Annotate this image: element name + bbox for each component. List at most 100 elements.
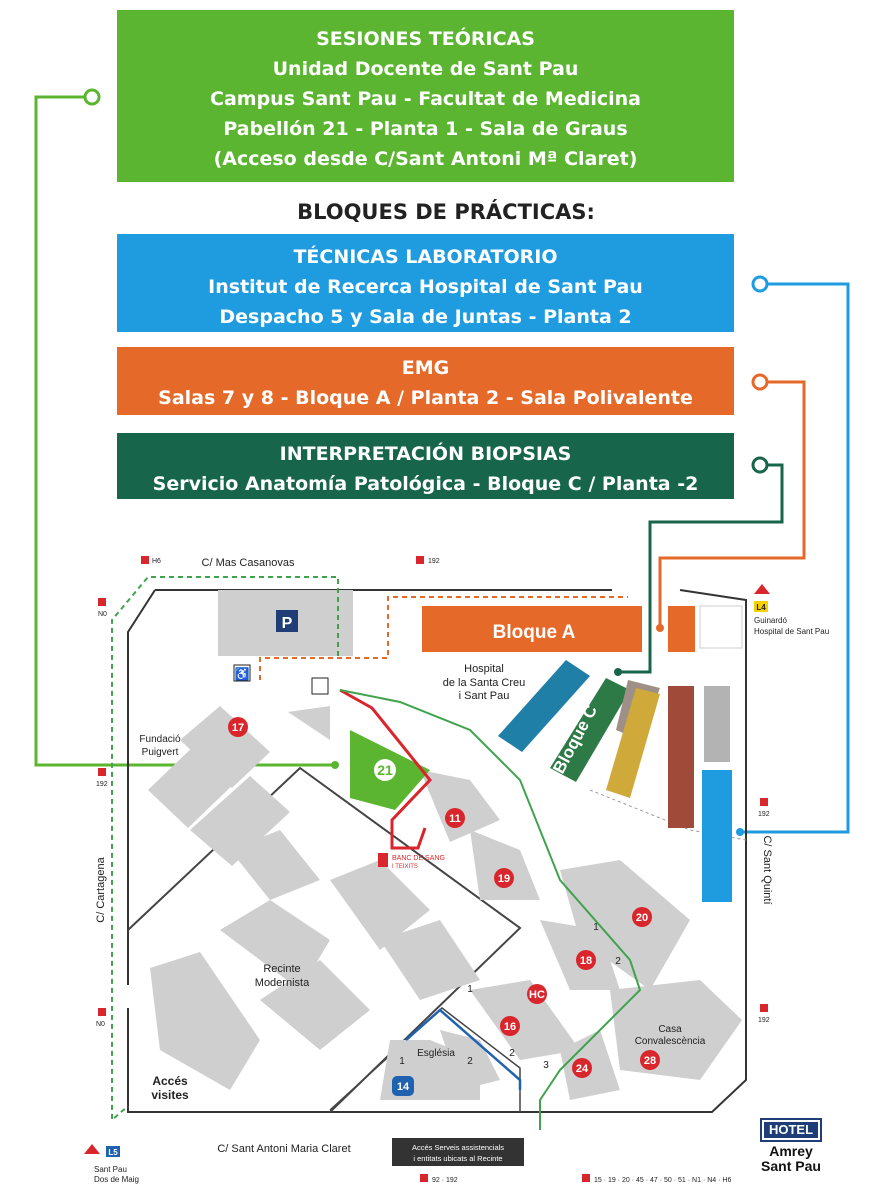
bus-h6: H6: [152, 558, 161, 565]
metro-l5-line: L5: [108, 1148, 118, 1157]
theory-line-4: (Acceso desde C/Sant Antoni Mª Claret): [213, 148, 638, 170]
building-14-number: 14: [397, 1081, 410, 1093]
bus-icon: [416, 556, 424, 564]
bus-icon: [760, 798, 768, 806]
entrance-number: 2: [615, 956, 621, 967]
bus-icon: [98, 598, 106, 606]
theory-line-1: Unidad Docente de Sant Pau: [272, 58, 579, 80]
street-cartagena: C/ Cartagena: [95, 856, 107, 922]
route-blue: [405, 1008, 522, 1090]
hospital-label-2: de la Santa Creu: [443, 677, 526, 689]
hotel-name-line-2: Sant Pau: [761, 1158, 821, 1174]
theory-line-3: Pabellón 21 - Planta 1 - Sala de Graus: [223, 118, 628, 140]
emg-box: EMG Salas 7 y 8 - Bloque A / Planta 2 - …: [117, 347, 734, 415]
fundacio-label-1: Fundació: [139, 734, 181, 745]
route-green-parking: [111, 576, 339, 1123]
metro-l4-station-1: Guinardó: [754, 616, 787, 625]
banc-label-1: BANC DE SANG: [392, 855, 445, 862]
building-16-number: 16: [504, 1021, 516, 1033]
metro-l4-station-2: Hospital de Sant Pau: [754, 627, 829, 636]
hotel-name-line-1: Amrey: [769, 1143, 813, 1159]
fundacio-label-2: Puigvert: [142, 747, 179, 758]
building-hc-number: HC: [529, 989, 545, 1001]
stairs-icon: [311, 677, 329, 695]
entrance-number: 1: [467, 984, 473, 995]
red-wing: [668, 686, 694, 828]
bus-192-top: 192: [428, 558, 440, 565]
connector-blue: [736, 275, 850, 836]
hotel-sign: HOTEL: [760, 1118, 822, 1142]
acces-serveis-2: i entitats ubicats al Recinte: [413, 1154, 502, 1163]
practice-blocks-heading: BLOQUES DE PRÁCTICAS:: [297, 200, 595, 224]
hospital-label-3: i Sant Pau: [459, 690, 510, 702]
metro-l5-station-2: Dos de Maig: [94, 1175, 139, 1184]
connector-darkgreen: [614, 456, 784, 676]
building-badges: [228, 717, 660, 1096]
building-21-number: 21: [377, 762, 393, 778]
street-sant-quinti: C/ Sant Quintí: [761, 835, 773, 904]
hotel-sign-text: HOTEL: [764, 1122, 818, 1138]
hotel-name: Amrey Sant Pau: [742, 1144, 840, 1174]
bus-bottom-lines: 15 · 19 · 20 · 45 · 47 · 50 · 51 · N1 · …: [594, 1177, 731, 1184]
acces-serveis-box: [392, 1138, 524, 1166]
parking-icon: [276, 610, 298, 632]
bus-n0-top: N0: [98, 611, 107, 618]
bus-icon: [141, 556, 149, 564]
biopsy-line-1: Servicio Anatomía Patológica - Bloque C …: [152, 473, 699, 495]
metro-l5-station-1: Sant Pau: [94, 1165, 127, 1174]
emg-line-1: Salas 7 y 8 - Bloque A / Planta 2 - Sala…: [158, 387, 693, 409]
banc-label-2: I TEIXITS: [392, 864, 418, 870]
route-green-main: [339, 689, 642, 1130]
building-24-number: 24: [576, 1063, 589, 1075]
blue-wing: [498, 660, 590, 752]
route-red: [339, 688, 432, 850]
connector-orange: [656, 373, 806, 632]
bus-labels: H6 N0 192 192 192 N0 192 92 · 192 15 · 1…: [96, 558, 770, 1184]
acces-serveis-1: Accés Serveis assistencials: [412, 1143, 504, 1152]
yellow-wing: [606, 688, 660, 798]
biopsy-title: INTERPRETACIÓN BIOPSIAS: [279, 443, 572, 465]
bus-92-192: 92 · 192: [432, 1177, 458, 1184]
grey-wing: [704, 686, 730, 762]
route-orange-dashed: [259, 596, 628, 680]
bus-icon: [582, 1174, 590, 1182]
lab-line-2: Despacho 5 y Sala de Juntas - Planta 2: [219, 306, 632, 328]
theory-title: SESIONES TEÓRICAS: [316, 28, 535, 50]
connector-green: [34, 88, 339, 769]
building-17-number: 17: [232, 722, 244, 734]
bus-icon: [420, 1174, 428, 1182]
lab-techniques-box: TÉCNICAS LABORATORIO Institut de Recerca…: [117, 234, 734, 332]
esglesia-label: Església: [417, 1048, 455, 1059]
entrance-number: 2: [467, 1056, 473, 1067]
bus-stops: [98, 556, 768, 1182]
entrance-number: 1: [399, 1056, 405, 1067]
bus-icon: [98, 768, 106, 776]
recinte-label-1: Recinte: [263, 963, 300, 975]
bus-icon: [98, 1008, 106, 1016]
bus-192-right: 192: [758, 811, 770, 818]
entrance-number: 2: [509, 1048, 515, 1059]
building-19-number: 19: [498, 873, 510, 885]
casa-label-1: Casa: [658, 1024, 682, 1035]
emg-title: EMG: [401, 357, 450, 379]
theory-sessions-box: SESIONES TEÓRICAS Unidad Docente de Sant…: [117, 10, 734, 182]
bus-192-left: 192: [96, 781, 108, 788]
bus-n0-bottom: N0: [96, 1021, 105, 1028]
bus-192-bottom-right: 192: [758, 1017, 770, 1024]
bloque-a-annex: [668, 606, 695, 652]
parking-letter: P: [282, 615, 293, 632]
bloque-a-building: [422, 606, 642, 652]
wheelchair-glyph: ♿: [235, 667, 250, 681]
entrance-number: 3: [543, 1060, 549, 1071]
grey-strip-right: [699, 605, 743, 649]
building-numbers: 21 17 11 19 20 18 HC 16 24 28 14: [232, 722, 656, 1093]
bus-icon: [760, 1004, 768, 1012]
acces-label-1: Accés: [152, 1074, 188, 1088]
blue-research-building: [702, 770, 732, 902]
map-labels: C/ Mas Casanovas C/ Cartagena C/ Sant Qu…: [95, 557, 773, 1155]
hospital-label-1: Hospital: [464, 663, 504, 675]
recinte-label-2: Modernista: [255, 977, 310, 989]
entrance-number: 1: [593, 922, 599, 933]
building-11-number: 11: [449, 813, 461, 825]
